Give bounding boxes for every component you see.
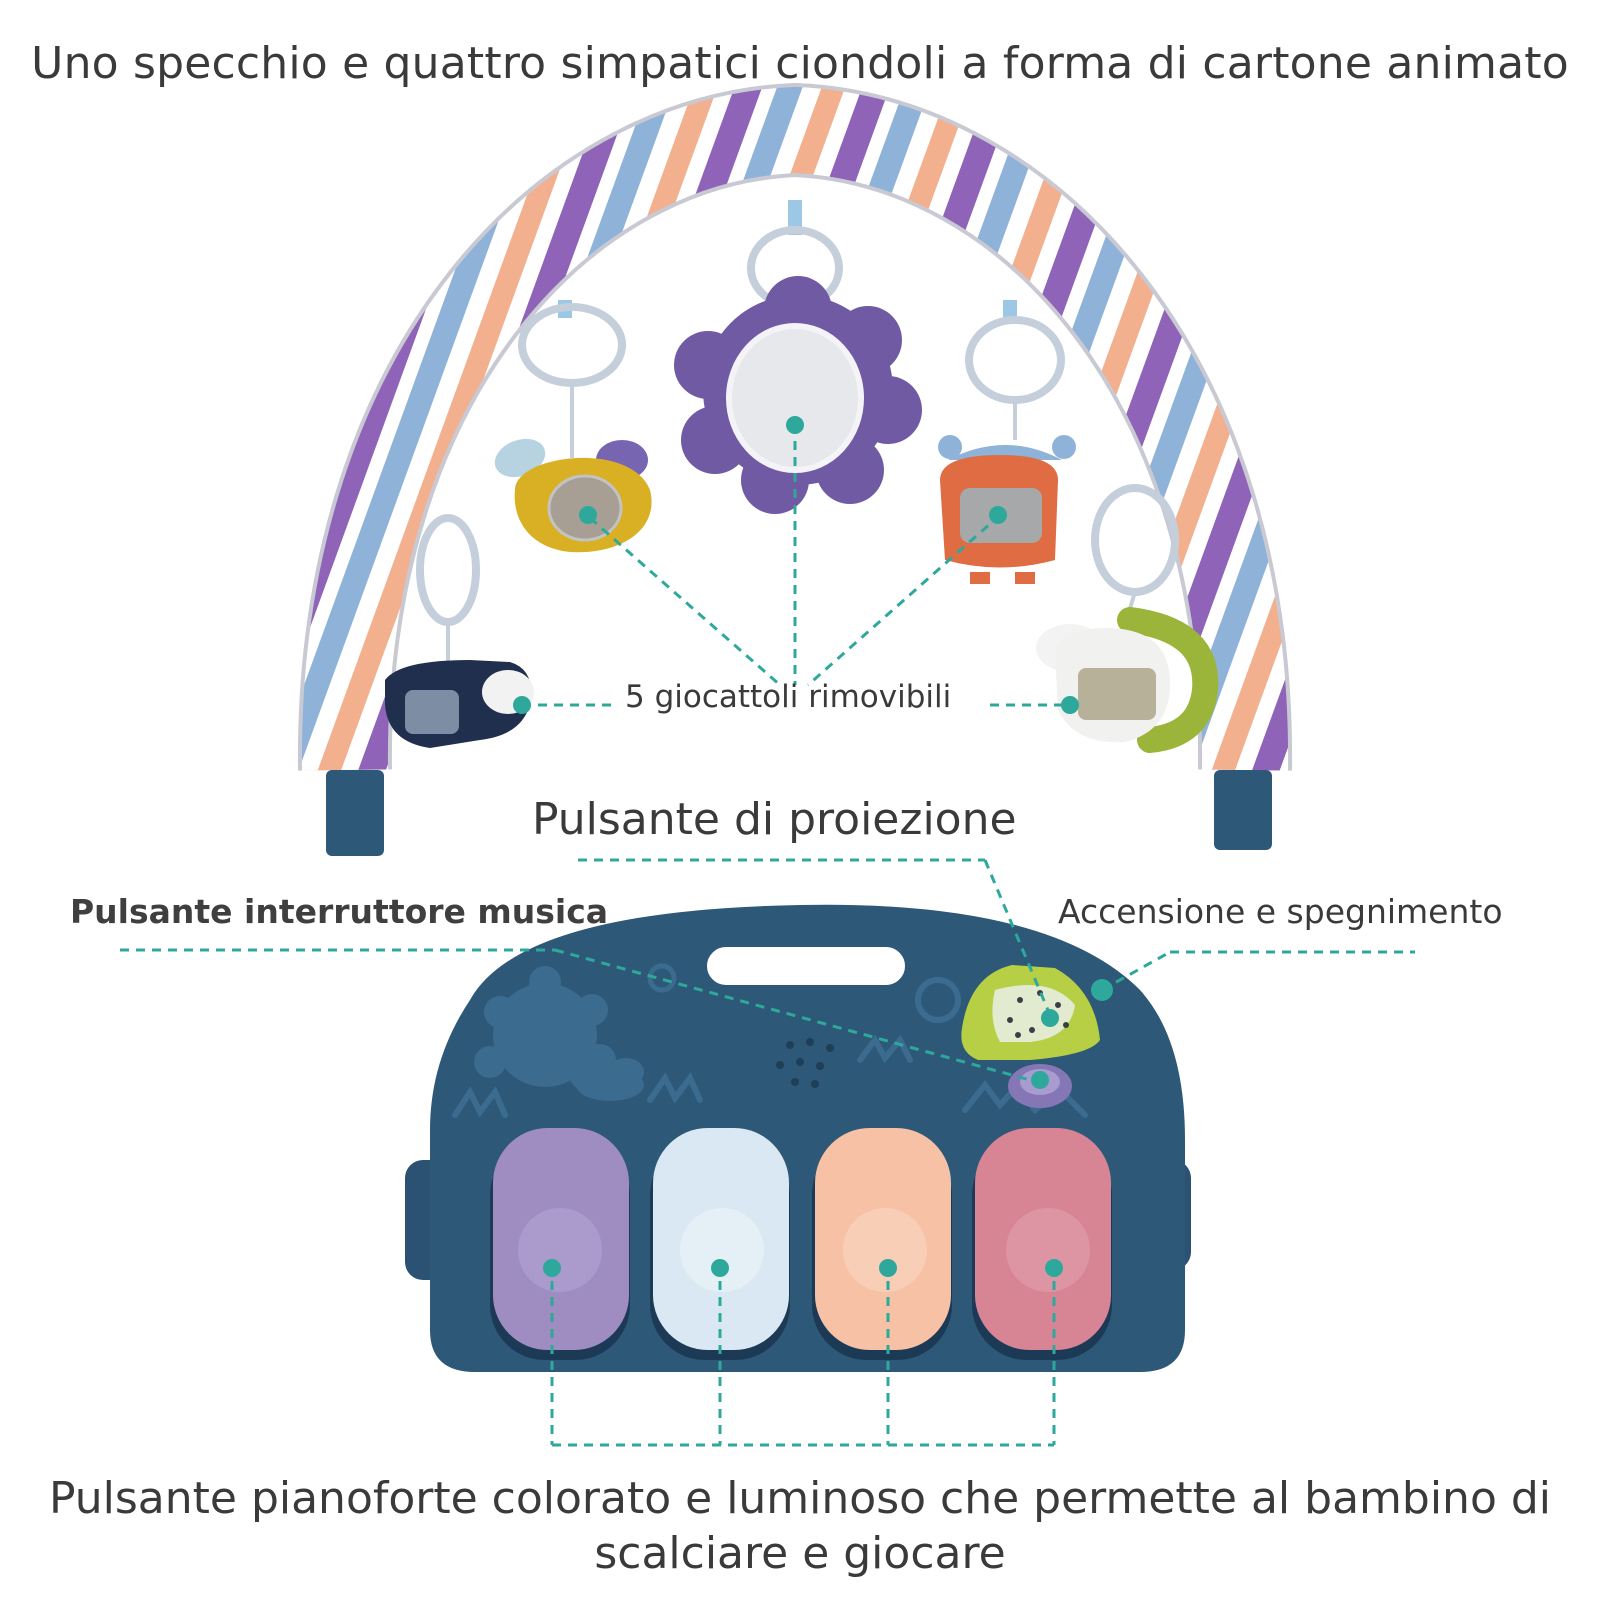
cloud-icon	[570, 1058, 644, 1101]
headline: Uno specchio e quattro simpatici ciondol…	[31, 38, 1569, 89]
mirror-icon	[674, 276, 922, 514]
arch-foot-left	[326, 770, 384, 856]
callout-dots	[513, 416, 1111, 1277]
piano-key-pink[interactable]	[972, 1128, 1112, 1360]
toys-label: 5 giocattoli rimovibili	[625, 679, 952, 715]
speaker-icon	[776, 1038, 834, 1088]
piano-key-blue[interactable]	[650, 1128, 790, 1360]
orange-rattle-icon	[938, 435, 1076, 584]
callout-lines	[120, 425, 1415, 1447]
power-label: Accensione e spegnimento	[1058, 892, 1503, 931]
hanging-rings	[416, 200, 1179, 665]
yellow-rattle-icon	[494, 438, 652, 553]
navy-rattle-icon	[385, 660, 534, 748]
arch-foot-right	[1214, 770, 1272, 850]
piano-keys[interactable]	[490, 1128, 1112, 1360]
piano-key-purple[interactable]	[490, 1128, 630, 1360]
piano-panel	[405, 904, 1191, 1372]
piano-caption-line-1: Pulsante pianoforte colorato e luminoso …	[48, 1473, 1551, 1524]
play-arch	[297, 82, 1293, 856]
music-switch-label: Pulsante interruttore musica	[70, 892, 609, 931]
flower-icon	[647, 963, 961, 1023]
piano-caption-line-2: scalciare e giocare	[594, 1527, 1006, 1579]
projection-button-label: Pulsante di proiezione	[532, 794, 1017, 845]
green-rattle-icon	[1036, 607, 1219, 753]
piano-key-peach[interactable]	[812, 1128, 952, 1360]
piano-caption: Pulsante pianoforte colorato e luminoso …	[0, 1472, 1600, 1581]
sun-icon	[474, 966, 616, 1087]
star-projector-icon[interactable]	[961, 965, 1100, 1060]
